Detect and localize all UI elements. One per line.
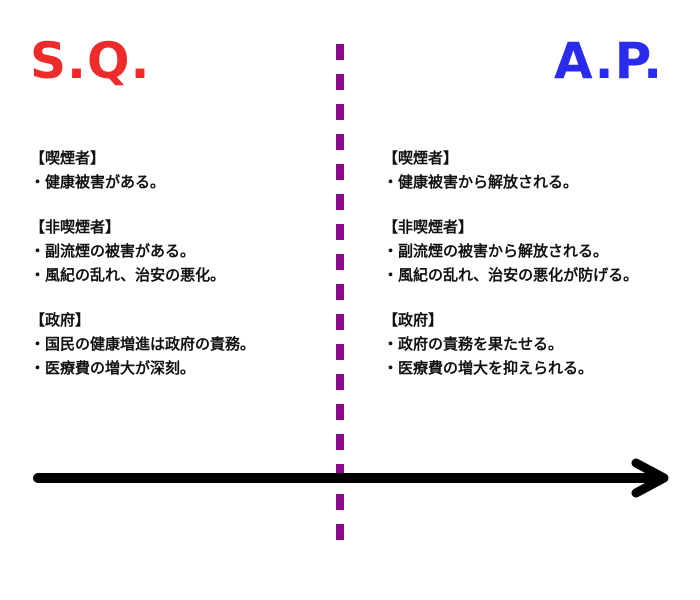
non-smokers-group: 【非喫煙者】 ・副流煙の被害がある。 ・風紀の乱れ、治安の悪化。: [30, 215, 255, 287]
status-quo-heading: S.Q.: [30, 32, 151, 90]
list-item: ・国民の健康増進は政府の責務。: [30, 335, 256, 353]
smokers-group: 【喫煙者】 ・健康被害がある。: [30, 146, 255, 194]
group-title: 【政府】: [383, 311, 444, 329]
government-group: 【政府】 ・政府の責務を果たせる。 ・医療費の増大を抑えられる。: [383, 308, 638, 380]
group-title: 【喫煙者】: [30, 149, 106, 167]
non-smokers-group: 【非喫煙者】 ・副流煙の被害から解放される。 ・風紀の乱れ、治安の悪化が防げる。: [383, 215, 638, 287]
group-title: 【喫煙者】: [383, 149, 459, 167]
list-item: ・風紀の乱れ、治安の悪化が防げる。: [383, 266, 639, 284]
government-group: 【政府】 ・国民の健康増進は政府の責務。 ・医療費の増大が深刻。: [30, 308, 255, 380]
group-title: 【非喫煙者】: [30, 218, 121, 236]
list-item: ・健康被害から解放される。: [383, 173, 579, 191]
list-item: ・風紀の乱れ、治安の悪化。: [30, 266, 226, 284]
action-plan-column: 【喫煙者】 ・健康被害から解放される。 【非喫煙者】 ・副流煙の被害から解放され…: [383, 146, 638, 401]
group-title: 【政府】: [30, 311, 91, 329]
list-item: ・副流煙の被害がある。: [30, 242, 196, 260]
list-item: ・政府の責務を果たせる。: [383, 335, 564, 353]
group-title: 【非喫煙者】: [383, 218, 474, 236]
list-item: ・健康被害がある。: [30, 173, 166, 191]
list-item: ・医療費の増大を抑えられる。: [383, 359, 594, 377]
action-plan-heading: A.P.: [554, 32, 664, 90]
smokers-group: 【喫煙者】 ・健康被害から解放される。: [383, 146, 638, 194]
list-item: ・医療費の増大が深刻。: [30, 359, 196, 377]
status-quo-column: 【喫煙者】 ・健康被害がある。 【非喫煙者】 ・副流煙の被害がある。 ・風紀の乱…: [30, 146, 255, 401]
list-item: ・副流煙の被害から解放される。: [383, 242, 609, 260]
timeline-arrow-head-icon: [631, 458, 669, 498]
